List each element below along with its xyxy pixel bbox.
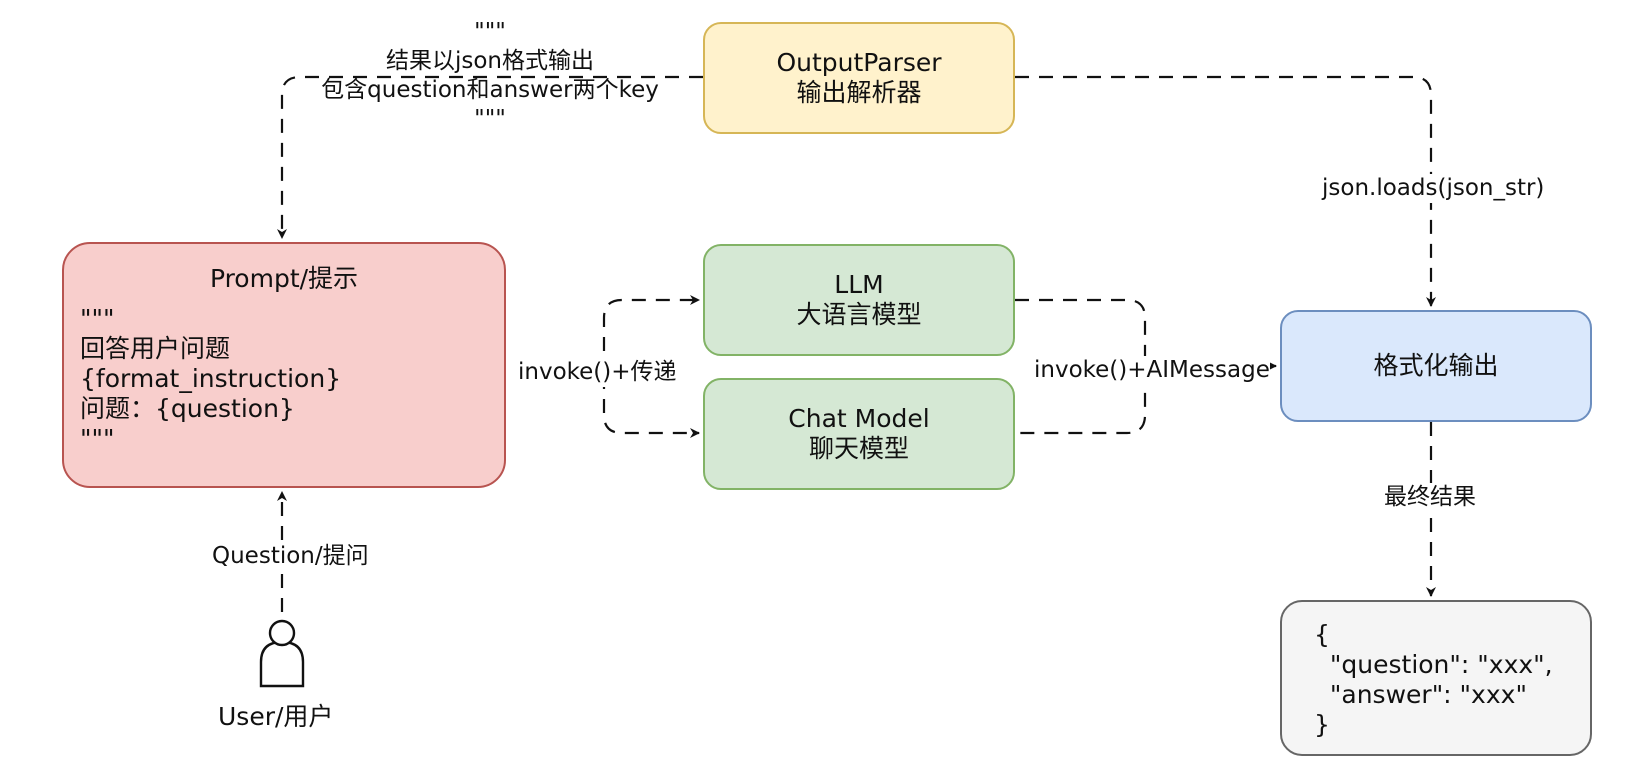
chat-model-subtitle: 聊天模型 — [808, 434, 909, 463]
prompt-title: Prompt/提示 — [209, 264, 359, 293]
output-parser-subtitle: 输出解析器 — [796, 78, 922, 107]
llm-subtitle: 大语言模型 — [796, 300, 922, 329]
formatted-output-node: 格式化输出 — [1280, 310, 1592, 422]
final-result-node: { "question": "xxx", "answer": "xxx" } — [1280, 600, 1592, 756]
chat-model-title: Chat Model — [788, 404, 930, 433]
edge-parser-to-prompt — [277, 75, 703, 239]
prompt-body: """ 回答用户问题 {format_instruction} 问题：{ques… — [80, 304, 342, 453]
edge-prompt-to-chat — [602, 375, 700, 438]
label-models-to-output: invoke()+AIMessage — [1034, 356, 1270, 385]
output-parser-node: OutputParser 输出解析器 — [703, 22, 1015, 134]
chat-model-node: Chat Model 聊天模型 — [703, 378, 1015, 490]
label-parser-to-prompt: """ 结果以json格式输出 包含question和answer两个key "… — [321, 19, 659, 132]
label-output-to-final: 最终结果 — [1384, 483, 1476, 512]
user-label: User/用户 — [218, 702, 334, 731]
edge-parser-to-output — [1015, 75, 1436, 307]
prompt-node: Prompt/提示 """ 回答用户问题 {format_instruction… — [62, 242, 506, 488]
label-user-to-prompt: Question/提问 — [212, 542, 369, 571]
output-parser-title: OutputParser — [776, 48, 942, 77]
llm-node: LLM 大语言模型 — [703, 244, 1015, 356]
label-parser-to-output: json.loads(json_str) — [1322, 174, 1545, 203]
llm-title: LLM — [834, 270, 884, 299]
formatted-output-label: 格式化输出 — [1373, 351, 1499, 380]
final-result-json: { "question": "xxx", "answer": "xxx" } — [1314, 620, 1553, 739]
user-icon — [259, 619, 305, 688]
edge-prompt-to-llm — [602, 295, 700, 375]
label-prompt-to-models: invoke()+传递 — [518, 358, 677, 387]
